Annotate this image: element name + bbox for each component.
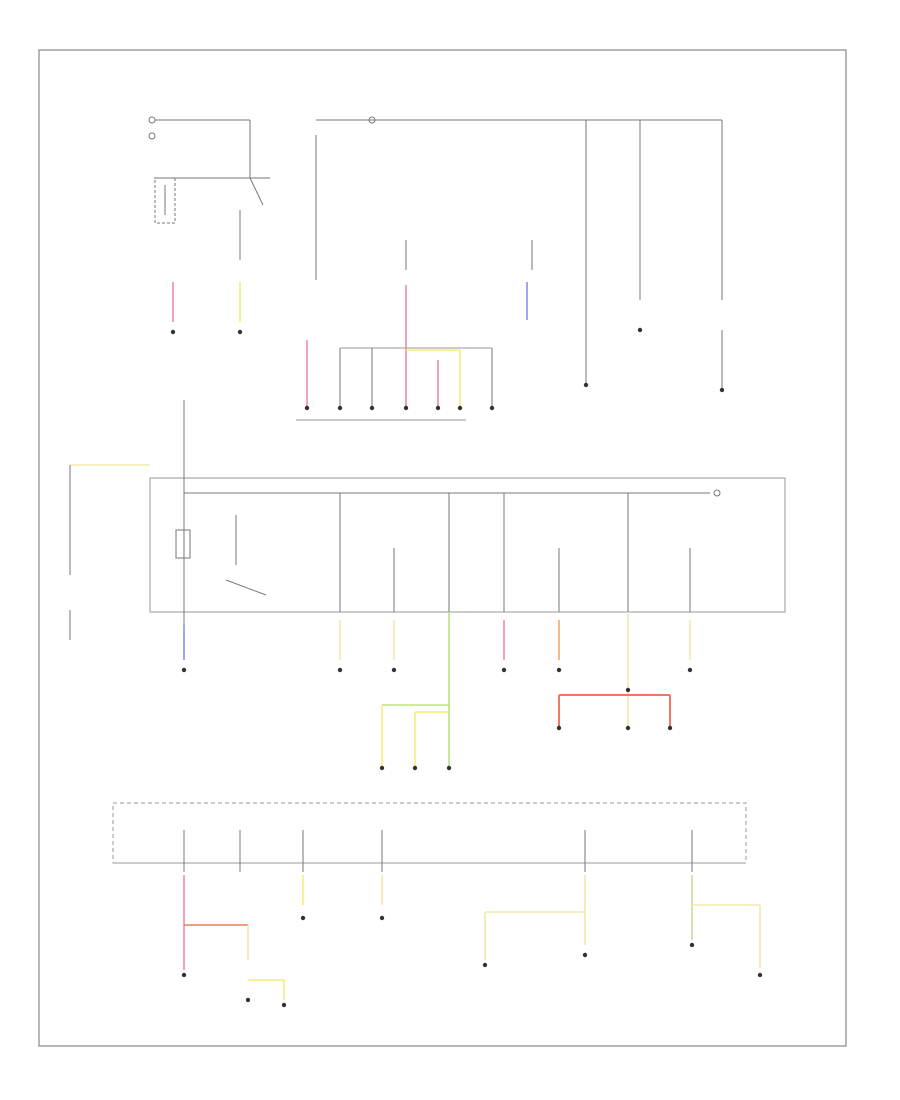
middle-section xyxy=(69,400,786,655)
bottom-colored-wires xyxy=(183,875,761,1000)
top-section xyxy=(148,116,723,421)
fuse-group-top xyxy=(405,240,723,270)
diagram-border xyxy=(38,49,847,1047)
top-colored-wires xyxy=(172,282,528,408)
bottom-section xyxy=(112,802,747,872)
middle-terminals xyxy=(181,667,693,771)
battery-switch-device xyxy=(148,116,270,260)
bottom-terminals xyxy=(181,915,763,1008)
middle-colored-wires xyxy=(183,612,691,768)
top-terminals xyxy=(170,327,725,411)
